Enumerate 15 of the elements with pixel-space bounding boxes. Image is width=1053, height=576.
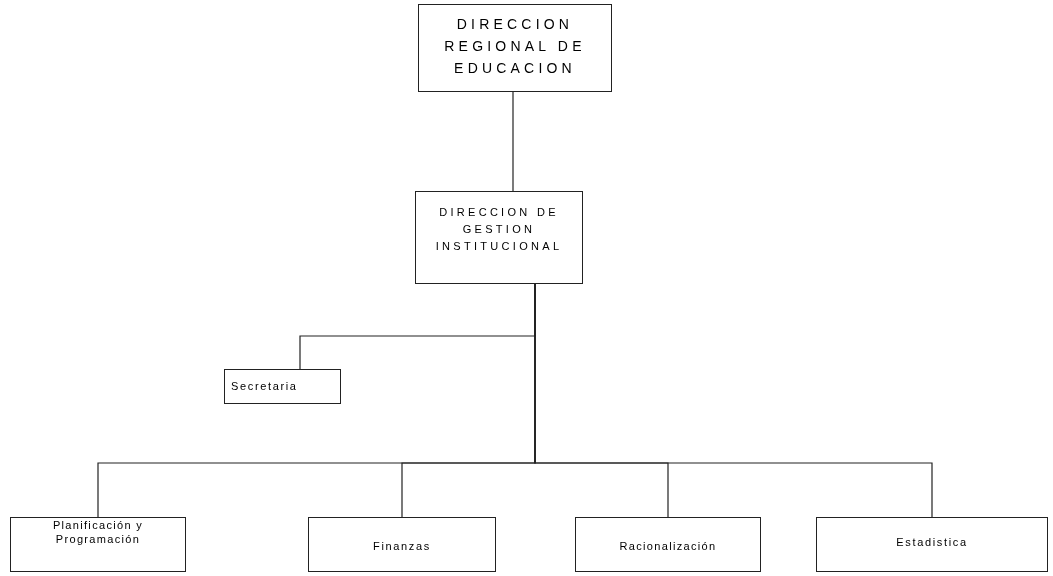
unit-name: DIRECCION REGIONAL DE EDUCACION — [443, 15, 587, 78]
unit-name: Finanzas — [373, 539, 431, 554]
org-box — [418, 4, 612, 92]
unit-name: Racionalización — [619, 539, 717, 554]
unit-name: Planificación y Programación — [51, 518, 145, 546]
unit-name: Estadistica — [896, 535, 968, 550]
org-box — [10, 517, 186, 572]
unit-name: DIRECCION DE GESTION INSTITUCIONAL — [434, 205, 564, 254]
org-box — [224, 369, 341, 404]
org-box — [816, 517, 1048, 572]
org-box — [415, 191, 583, 284]
unit-name: Secretaria — [231, 379, 298, 395]
org-box — [308, 517, 496, 572]
connector-line — [512, 91, 514, 192]
org-box — [575, 517, 761, 572]
